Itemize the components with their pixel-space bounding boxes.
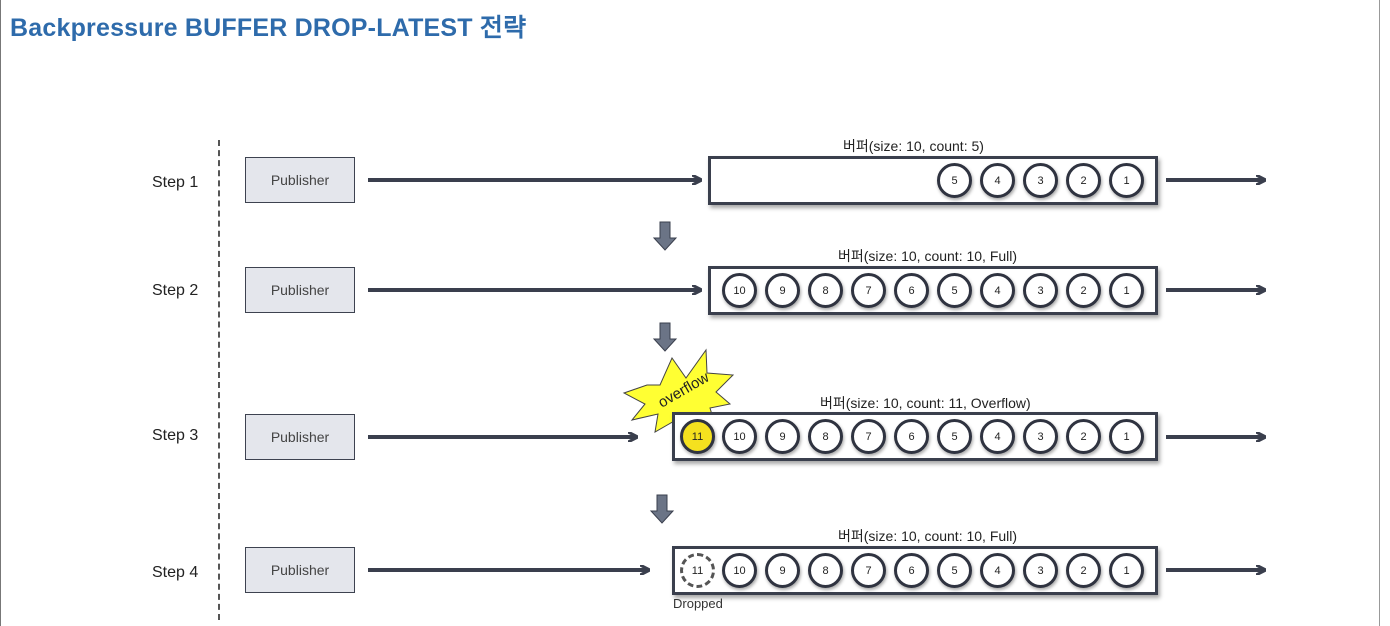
buffer-item: 5: [937, 273, 972, 308]
buffer-item: 9: [765, 273, 800, 308]
buffer-item: 10: [722, 553, 757, 588]
buffer-item: 1: [1109, 419, 1144, 454]
buffer-item: 2: [1066, 419, 1101, 454]
step-1-label: Step 1: [152, 174, 199, 191]
buffer-item: 3: [1023, 273, 1058, 308]
buffer-item: 4: [980, 419, 1015, 454]
page-title: Backpressure BUFFER DROP-LATEST 전략: [10, 14, 527, 42]
buffer-item: 3: [1023, 163, 1058, 198]
buffer-item: 6: [894, 419, 929, 454]
publisher-box-step-3: Publisher: [245, 414, 355, 460]
buffer-item: 4: [980, 163, 1015, 198]
buffer-item: 2: [1066, 163, 1101, 198]
buffer-item: 3: [1023, 419, 1058, 454]
step-3-label: Step 3: [152, 427, 199, 444]
buffer-item: 4: [980, 273, 1015, 308]
buffer-item: 5: [937, 553, 972, 588]
buffer-item: 6: [894, 273, 929, 308]
buffer-item: 1: [1109, 553, 1144, 588]
buffer-item-dropped: 11: [680, 553, 715, 588]
down-arrow-step-1-2: [652, 221, 678, 251]
buffer-item: 8: [808, 553, 843, 588]
publisher-box-step-1: Publisher: [245, 157, 355, 203]
buffer-item: 1: [1109, 163, 1144, 198]
publisher-label: Publisher: [270, 562, 330, 578]
buffer-item: 1: [1109, 273, 1144, 308]
buffer-item: 7: [851, 419, 886, 454]
down-arrow-step-3-4: [649, 494, 675, 524]
buffer-label-step-4: 버퍼(size: 10, count: 10, Full): [838, 528, 1018, 544]
buffer-item: 8: [808, 419, 843, 454]
buffer-item: 2: [1066, 553, 1101, 588]
buffer-label-step-2: 버퍼(size: 10, count: 10, Full): [838, 248, 1018, 264]
step-divider-line: [218, 140, 220, 620]
buffer-item: 3: [1023, 553, 1058, 588]
buffer-item: 5: [937, 419, 972, 454]
publisher-label: Publisher: [270, 282, 330, 298]
step-4-label: Step 4: [152, 564, 199, 581]
publisher-box-step-2: Publisher: [245, 267, 355, 313]
buffer-item: 5: [937, 163, 972, 198]
buffer-item: 10: [722, 273, 757, 308]
buffer-item: 9: [765, 553, 800, 588]
buffer-item: 8: [808, 273, 843, 308]
buffer-item: 6: [894, 553, 929, 588]
buffer-item: 7: [851, 273, 886, 308]
buffer-item: 9: [765, 419, 800, 454]
buffer-item-overflow: 11: [680, 419, 715, 454]
down-arrow-step-2-3: [652, 322, 678, 352]
buffer-item: 4: [980, 553, 1015, 588]
dropped-label: Dropped: [673, 596, 723, 611]
buffer-label-step-1: 버퍼(size: 10, count: 5): [843, 138, 984, 154]
publisher-label: Publisher: [270, 429, 330, 445]
publisher-label: Publisher: [270, 172, 330, 188]
buffer-label-step-3: 버퍼(size: 10, count: 11, Overflow): [820, 395, 1031, 411]
buffer-item: 7: [851, 553, 886, 588]
buffer-item: 10: [722, 419, 757, 454]
publisher-box-step-4: Publisher: [245, 547, 355, 593]
buffer-item: 2: [1066, 273, 1101, 308]
step-2-label: Step 2: [152, 282, 199, 299]
